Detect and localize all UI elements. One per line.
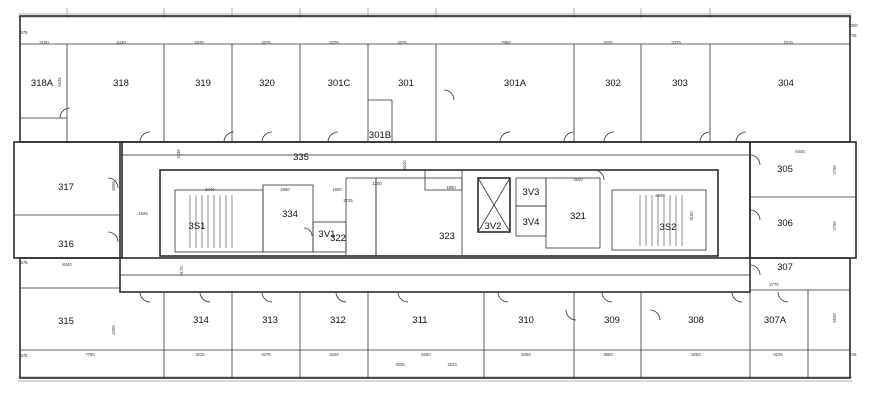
dim-label: 3225 [395, 362, 405, 367]
dim-label: 3225 [329, 352, 339, 357]
room-311-label: 311 [412, 315, 427, 326]
dim-label: 2750 [832, 165, 837, 175]
room-334-label: 334 [282, 209, 298, 220]
dim-label: 575 [21, 30, 29, 35]
dim-label: 3000 [848, 23, 858, 28]
dim-label: 1860 [446, 185, 456, 190]
room-322-label: 322 [330, 233, 346, 244]
room-303-label: 303 [672, 78, 688, 89]
dim-label: 3225 [603, 40, 613, 45]
room-304-label: 304 [778, 78, 794, 89]
room-301b-label: 301B [369, 130, 391, 141]
dim-label: 1200 [372, 181, 382, 186]
dim-label: 7750 [85, 352, 95, 357]
dim-label: 2650 [280, 187, 290, 192]
room-3v4-label: 3V4 [523, 217, 540, 228]
dim-label: 7015 [783, 40, 793, 45]
dim-label: 4430 [116, 40, 126, 45]
room-312-label: 312 [330, 315, 346, 326]
dim-label: 8440 [62, 262, 72, 267]
stair-3s2-treads [639, 195, 683, 246]
dim-label: 3375 [261, 352, 271, 357]
dim-label: 725 [850, 33, 858, 38]
dim-label: 5250 [421, 352, 431, 357]
room-318-label: 318 [113, 78, 129, 89]
room-313-label: 313 [262, 315, 278, 326]
room-3v2-label: 3V2 [485, 221, 502, 232]
room-307a-label: 307A [764, 315, 787, 326]
dim-label: 3100 [39, 40, 49, 45]
dim-label: 8440 [402, 160, 407, 170]
room-323-label: 323 [439, 231, 455, 242]
dim-label: 6525 [57, 77, 62, 87]
room-labels: 318A 318 319 320 301C 301 301A 302 303 3… [31, 78, 794, 327]
room-305-label: 305 [777, 164, 793, 175]
dim-label: 3150 [689, 211, 694, 221]
room-301c-label: 301C [328, 78, 351, 89]
dim-label: 3375 [671, 40, 681, 45]
dim-label: 3500 [603, 352, 613, 357]
dim-label: 4335 [176, 149, 181, 159]
dim-label: 2770 [769, 282, 779, 287]
dim-label: 3225 [773, 352, 783, 357]
room-321-label: 321 [570, 211, 586, 222]
dim-label: 1650 [332, 187, 342, 192]
dim-label: 725 [850, 352, 858, 357]
room-306-label: 306 [777, 218, 793, 229]
dim-label: 1523 [447, 362, 457, 367]
room-320-label: 320 [259, 78, 275, 89]
room-3v3-label: 3V3 [523, 187, 540, 198]
dim-label: 7050 [501, 40, 511, 45]
room-301-label: 301 [398, 78, 414, 89]
dim-label: 575 [21, 353, 29, 358]
building-outline [13, 15, 857, 379]
doors [59, 89, 789, 321]
dim-label: 4200 [111, 325, 116, 335]
dim-label: 3375 [329, 40, 339, 45]
dim-label: 6525 [832, 313, 837, 323]
room-302-label: 302 [605, 78, 621, 89]
dim-label: 3375 [397, 40, 407, 45]
bottom-partitions [20, 287, 850, 378]
dim-label: 3375 [261, 40, 271, 45]
room-314-label: 314 [193, 315, 209, 326]
room-309-label: 309 [604, 315, 620, 326]
room-3v1-label: 3V1 [319, 229, 336, 240]
dim-label: 5175 [179, 266, 184, 276]
dim-label: 5440 [205, 187, 215, 192]
dim-label: 3500 [573, 177, 583, 182]
room-335-label: 335 [293, 152, 309, 163]
room-319-label: 319 [195, 78, 211, 89]
dim-label: 3225 [195, 352, 205, 357]
dim-label: 2725 [343, 198, 353, 203]
vertical-dimension-labels: 6525 4005 4335 4200 2750 2750 6525 5175 … [57, 77, 837, 335]
dim-label: 2750 [832, 221, 837, 231]
dim-label: 5450 [521, 352, 531, 357]
top-partitions [20, 43, 850, 142]
room-310-label: 310 [518, 315, 534, 326]
central-core [119, 154, 751, 276]
room-317-label: 317 [58, 182, 74, 193]
dim-label: 3375 [194, 40, 204, 45]
room-308-label: 308 [688, 315, 704, 326]
room-301a-label: 301A [504, 78, 527, 89]
stair-3s1-treads [189, 195, 233, 248]
room-318a-label: 318A [31, 78, 54, 89]
room-3s2-label: 3S2 [660, 222, 677, 233]
dimension-labels: 3100 4430 3375 3375 3375 3375 7050 3225 … [21, 23, 859, 367]
room-307-label: 307 [777, 262, 793, 273]
dim-label: 6445 [795, 149, 805, 154]
room-3s1-label: 3S1 [189, 221, 206, 232]
side-partitions [14, 196, 856, 259]
room-315-label: 315 [58, 316, 74, 327]
dim-label: 6500 [655, 193, 665, 198]
dim-label: 5250 [691, 352, 701, 357]
dim-label: 4005 [111, 181, 116, 191]
grid-ticks-bottom [18, 376, 852, 382]
room-316-label: 316 [58, 239, 74, 250]
dim-label: 1625 [138, 211, 148, 216]
grid-ticks-top [18, 8, 852, 18]
dim-label: 575 [21, 260, 29, 265]
